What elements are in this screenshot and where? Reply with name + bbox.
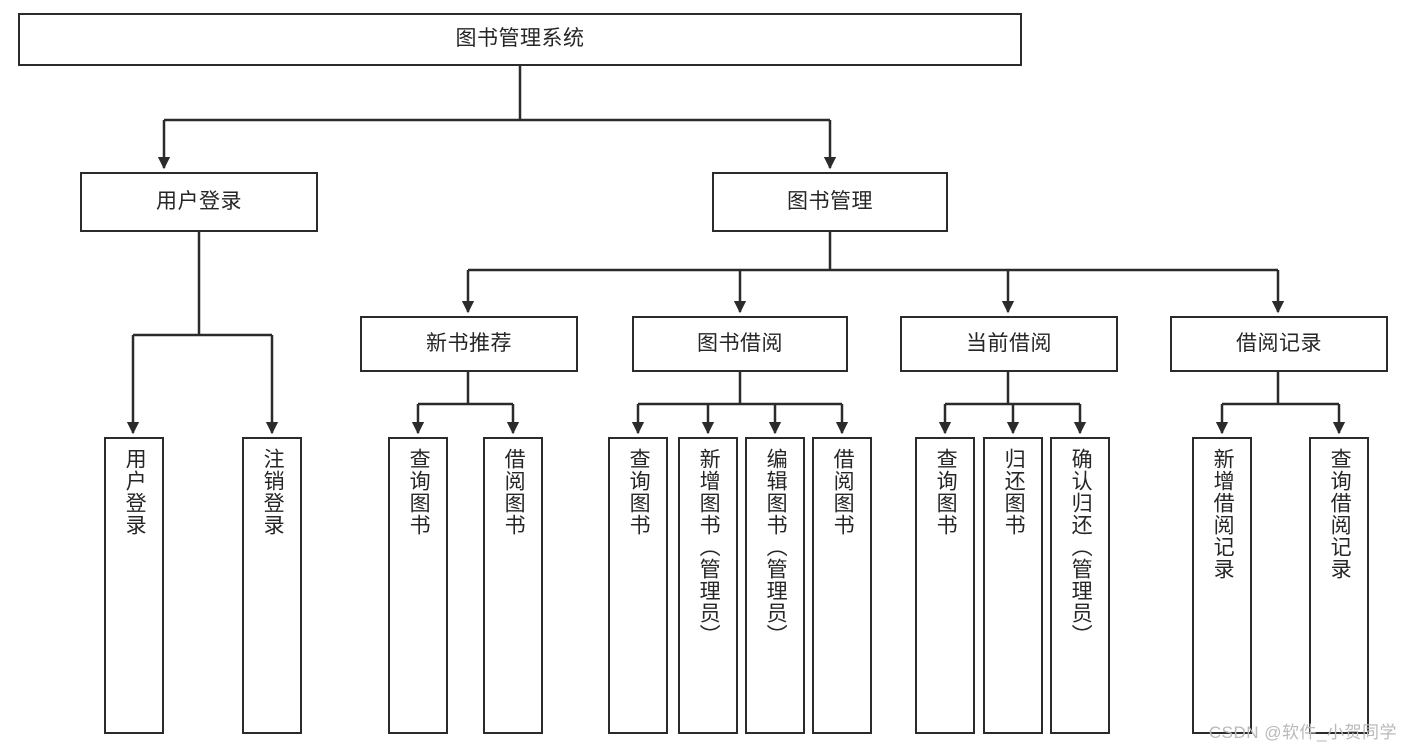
leaf-add-book-admin[interactable]: 新增图书（管理员） [678,437,738,734]
node-book-management-label: 图书管理 [787,189,873,213]
node-current-borrow[interactable]: 当前借阅 [900,316,1118,372]
leaf-query-books-new[interactable]: 查询图书 [388,437,448,734]
node-book-borrow[interactable]: 图书借阅 [632,316,848,372]
leaf-return-books[interactable]: 归还图书 [983,437,1043,734]
leaf-return-books-label: 归还图书 [1002,448,1026,536]
leaf-edit-book-admin-label: 编辑图书（管理员） [764,448,788,646]
node-new-book-recommend[interactable]: 新书推荐 [360,316,578,372]
leaf-borrow-books[interactable]: 借阅图书 [812,437,872,734]
leaf-user-login-label: 用户登录 [123,448,147,536]
leaf-query-books-current-label: 查询图书 [934,448,958,536]
node-borrow-records[interactable]: 借阅记录 [1170,316,1388,372]
leaf-add-book-admin-label: 新增图书（管理员） [697,448,721,646]
leaf-query-borrow-record[interactable]: 查询借阅记录 [1309,437,1369,734]
node-book-borrow-label: 图书借阅 [697,331,783,355]
leaf-confirm-return-admin[interactable]: 确认归还（管理员） [1050,437,1110,734]
leaf-add-borrow-record-label: 新增借阅记录 [1211,448,1235,580]
leaf-query-borrow-record-label: 查询借阅记录 [1328,448,1352,580]
leaf-edit-book-admin[interactable]: 编辑图书（管理员） [745,437,805,734]
node-user-login-label: 用户登录 [156,189,242,213]
leaf-add-borrow-record[interactable]: 新增借阅记录 [1192,437,1252,734]
node-current-borrow-label: 当前借阅 [966,331,1052,355]
node-book-management[interactable]: 图书管理 [712,172,948,232]
node-root-label: 图书管理系统 [455,27,585,51]
leaf-query-books-borrow[interactable]: 查询图书 [608,437,668,734]
node-root[interactable]: 图书管理系统 [18,13,1022,66]
leaf-borrow-books-new-label: 借阅图书 [502,448,526,536]
leaf-query-books-borrow-label: 查询图书 [627,448,651,536]
leaf-query-books-current[interactable]: 查询图书 [915,437,975,734]
leaf-confirm-return-admin-label: 确认归还（管理员） [1069,448,1093,646]
node-new-book-recommend-label: 新书推荐 [426,331,512,355]
leaf-logout-login[interactable]: 注销登录 [242,437,302,734]
node-user-login[interactable]: 用户登录 [80,172,318,232]
leaf-logout-login-label: 注销登录 [261,448,285,536]
watermark: CSDN @软件_小贺同学 [1208,723,1397,742]
node-borrow-records-label: 借阅记录 [1236,331,1322,355]
leaf-user-login[interactable]: 用户登录 [104,437,164,734]
leaf-borrow-books-label: 借阅图书 [831,448,855,536]
leaf-borrow-books-new[interactable]: 借阅图书 [483,437,543,734]
leaf-query-books-new-label: 查询图书 [407,448,431,536]
